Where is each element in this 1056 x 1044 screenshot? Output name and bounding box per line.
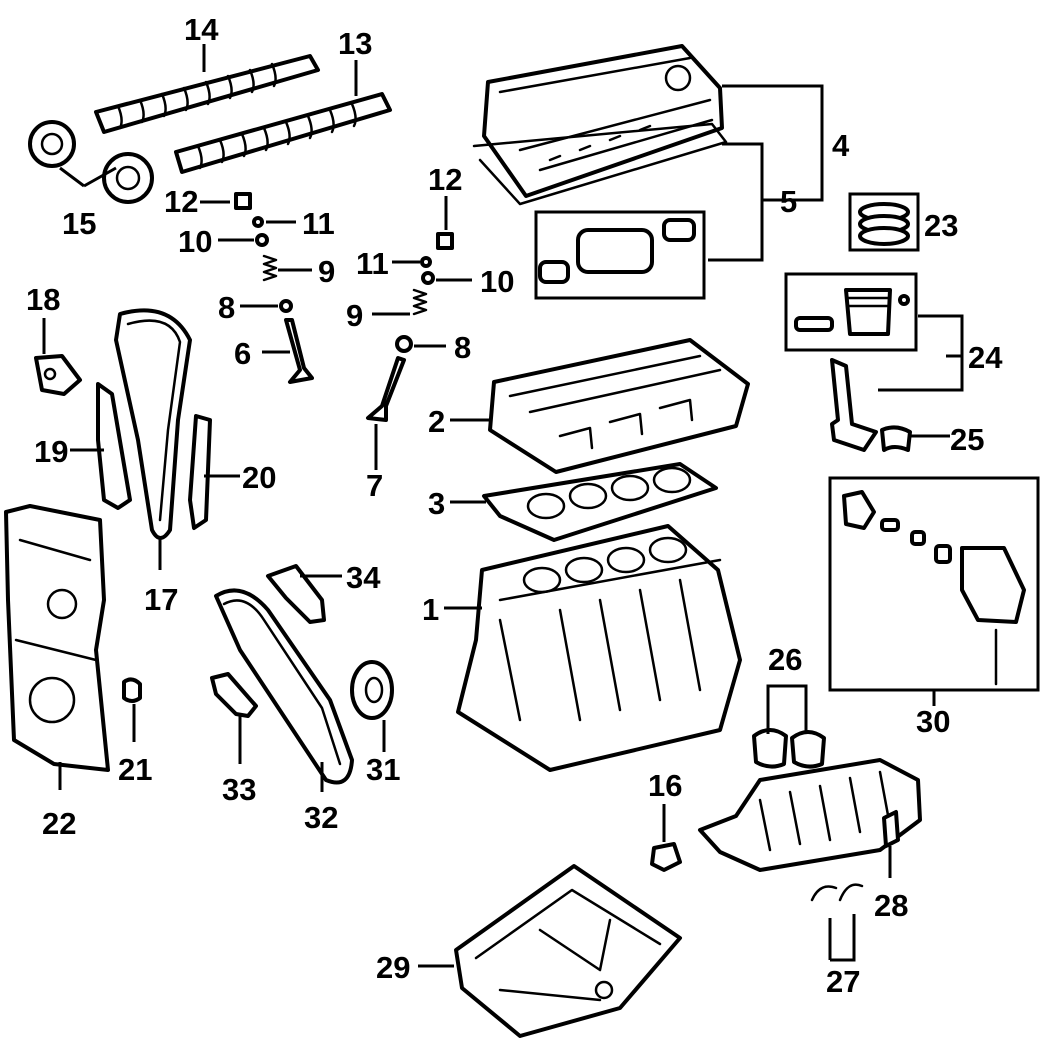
crankshaft[interactable] xyxy=(698,758,922,872)
callout-11: 11 xyxy=(356,246,389,281)
callout-28: 28 xyxy=(874,888,908,923)
balance-chain[interactable] xyxy=(214,588,354,785)
callout-labels: 14 13 15 12 11 10 9 8 6 12 11 10 9 8 7 4… xyxy=(26,12,1003,999)
valve-lifter-left[interactable] xyxy=(234,192,252,210)
cylinder-head-gasket[interactable] xyxy=(482,462,718,542)
callout-32: 32 xyxy=(304,800,338,835)
callout-22: 22 xyxy=(42,806,76,841)
callout-2: 2 xyxy=(428,404,445,439)
crank-thrust-bearings[interactable] xyxy=(810,883,864,902)
callout-9: 9 xyxy=(346,298,363,333)
callout-7: 7 xyxy=(366,468,383,503)
thrust-washer[interactable] xyxy=(882,810,900,848)
valve-lifter-center[interactable] xyxy=(436,232,454,250)
front-crank-seal[interactable] xyxy=(122,677,142,703)
callout-12: 12 xyxy=(428,162,462,197)
valve-retainer-left[interactable] xyxy=(255,233,269,247)
cylinder-head[interactable] xyxy=(488,338,750,474)
piston-ring-set[interactable] xyxy=(848,192,920,252)
callout-3: 3 xyxy=(428,486,445,521)
callout-34: 34 xyxy=(346,560,381,595)
callout-18: 18 xyxy=(26,282,60,317)
callout-21: 21 xyxy=(118,752,152,787)
connecting-rod[interactable] xyxy=(830,358,878,452)
callout-25: 25 xyxy=(950,422,984,457)
callout-12: 12 xyxy=(164,184,198,219)
leader-lines xyxy=(42,44,964,968)
balance-sprocket[interactable] xyxy=(350,660,394,720)
callout-23: 23 xyxy=(924,208,958,243)
spark-plug-tube-seals[interactable] xyxy=(534,210,706,300)
callout-10: 10 xyxy=(178,224,212,259)
timing-cover[interactable] xyxy=(4,504,110,772)
callout-29: 29 xyxy=(376,950,410,985)
valve-seal-center[interactable] xyxy=(395,335,413,353)
camshaft-intake[interactable] xyxy=(174,92,392,174)
valve-left[interactable] xyxy=(284,318,314,384)
valve-cover[interactable] xyxy=(482,44,724,198)
callout-19: 19 xyxy=(34,434,68,469)
callout-1: 1 xyxy=(422,592,439,627)
crankshaft-sprocket[interactable] xyxy=(650,842,682,872)
connecting-rod-bearing[interactable] xyxy=(880,425,912,452)
camshaft-sprocket-right[interactable] xyxy=(102,152,154,204)
callout-15: 15 xyxy=(62,206,96,241)
chain-guide[interactable] xyxy=(188,414,212,530)
balance-chain-guide[interactable] xyxy=(266,564,326,624)
valve-retainer-center[interactable] xyxy=(421,271,435,285)
chain-tensioner[interactable] xyxy=(34,354,82,396)
tensioner-arm[interactable] xyxy=(96,382,132,510)
camshaft-sprocket-left[interactable] xyxy=(28,120,76,168)
callout-4: 4 xyxy=(832,128,850,163)
valve-seal-left[interactable] xyxy=(279,299,293,313)
callout-11: 11 xyxy=(302,206,335,241)
valve-center[interactable] xyxy=(366,356,406,422)
callout-24: 24 xyxy=(968,340,1003,375)
callout-30: 30 xyxy=(916,704,950,739)
valve-spring-left[interactable] xyxy=(262,254,278,282)
callout-8: 8 xyxy=(454,330,471,365)
callout-8: 8 xyxy=(218,290,235,325)
oil-pan[interactable] xyxy=(454,864,682,1038)
main-bearings[interactable] xyxy=(752,728,826,769)
callout-17: 17 xyxy=(144,582,178,617)
engine-block[interactable] xyxy=(456,524,742,772)
camshaft-exhaust[interactable] xyxy=(94,54,320,134)
callout-14: 14 xyxy=(184,12,219,47)
callout-13: 13 xyxy=(338,26,372,61)
callout-5: 5 xyxy=(780,184,797,219)
callout-10: 10 xyxy=(480,264,514,299)
timing-chain[interactable] xyxy=(114,308,192,540)
valve-keeper-center[interactable] xyxy=(420,256,432,268)
callout-27: 27 xyxy=(826,964,860,999)
valve-keeper-left[interactable] xyxy=(252,216,264,228)
piston-assembly[interactable] xyxy=(784,272,918,352)
valve-spring-center[interactable] xyxy=(412,288,428,316)
callout-33: 33 xyxy=(222,772,256,807)
callout-16: 16 xyxy=(648,768,682,803)
callout-9: 9 xyxy=(318,254,335,289)
callout-26: 26 xyxy=(768,642,802,677)
valve-cover-gasket[interactable] xyxy=(472,122,728,206)
callout-6: 6 xyxy=(234,336,251,371)
balance-chain-tensioner[interactable] xyxy=(210,672,258,718)
callout-20: 20 xyxy=(242,460,276,495)
oil-pump-balancer-assembly[interactable] xyxy=(828,476,1040,692)
callout-31: 31 xyxy=(366,752,400,787)
